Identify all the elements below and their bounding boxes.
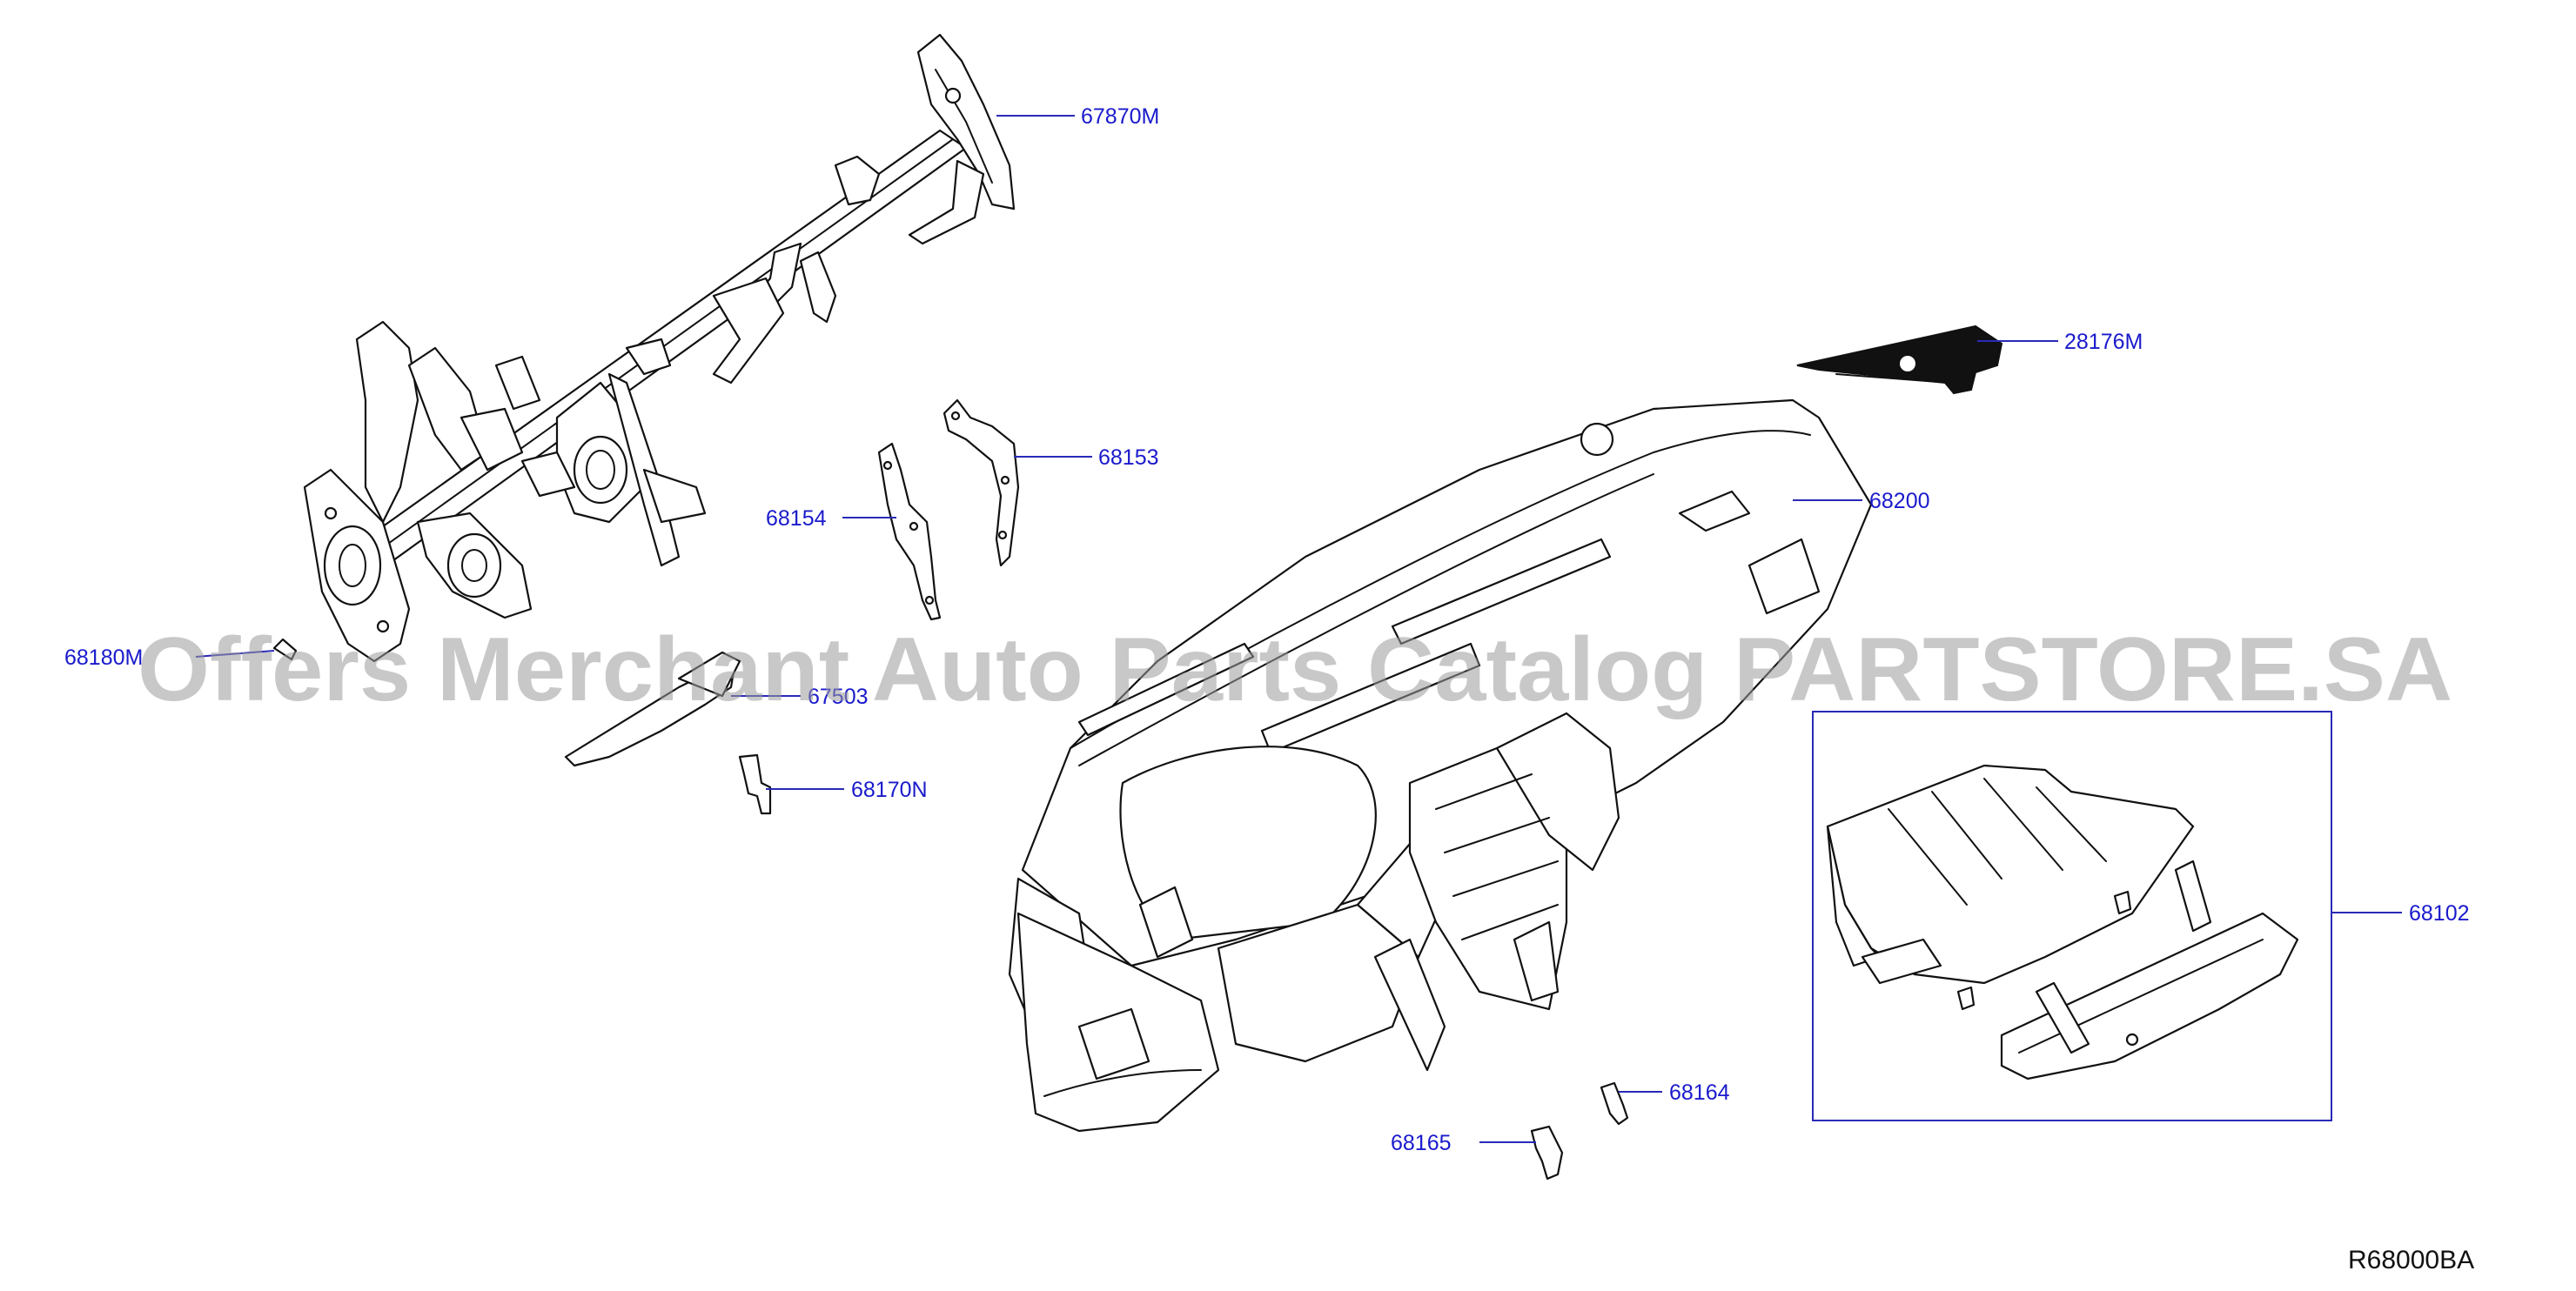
label-68165[interactable]: 68165: [1391, 1131, 1452, 1155]
label-67870m[interactable]: 67870M: [1081, 104, 1159, 129]
bracket-68154-drawing[interactable]: [877, 442, 942, 621]
bracket-68153-drawing[interactable]: [943, 398, 1020, 567]
steering-member-drawing[interactable]: [303, 33, 1016, 663]
stay-67503-drawing[interactable]: [564, 651, 741, 767]
label-68154[interactable]: 68154: [766, 506, 827, 531]
label-68180m[interactable]: 68180M: [64, 646, 143, 670]
glove-box-frame: [1812, 711, 2332, 1121]
clip-68164-drawing[interactable]: [1600, 1081, 1629, 1126]
reference-code: R68000BA: [2348, 1246, 2474, 1274]
leader-68180m: [195, 650, 275, 658]
label-68153[interactable]: 68153: [1098, 445, 1159, 470]
bracket-68170n-drawing[interactable]: [738, 753, 772, 815]
instrument-panel-drawing[interactable]: [1008, 398, 1873, 1133]
label-68170n[interactable]: 68170N: [851, 778, 928, 802]
label-68102[interactable]: 68102: [2409, 901, 2470, 926]
part-labels: 67870M 28176M 68153 68154 68200 68180M 6…: [64, 104, 2470, 1155]
leader-lines: [195, 115, 2402, 1143]
watermark-text: Offers Merchant Auto Parts Catalog PARTS…: [138, 619, 2452, 720]
label-68164[interactable]: 68164: [1669, 1080, 1730, 1105]
label-68200[interactable]: 68200: [1869, 489, 1930, 513]
glove-box-drawing[interactable]: [1812, 711, 2332, 1121]
label-67503[interactable]: 67503: [808, 685, 869, 709]
label-28176m[interactable]: 28176M: [2064, 330, 2143, 354]
dash-panel-mat-drawing[interactable]: [1796, 324, 2003, 395]
clip-68165-drawing[interactable]: [1530, 1125, 1564, 1181]
clip-68180m-drawing[interactable]: [272, 638, 298, 661]
